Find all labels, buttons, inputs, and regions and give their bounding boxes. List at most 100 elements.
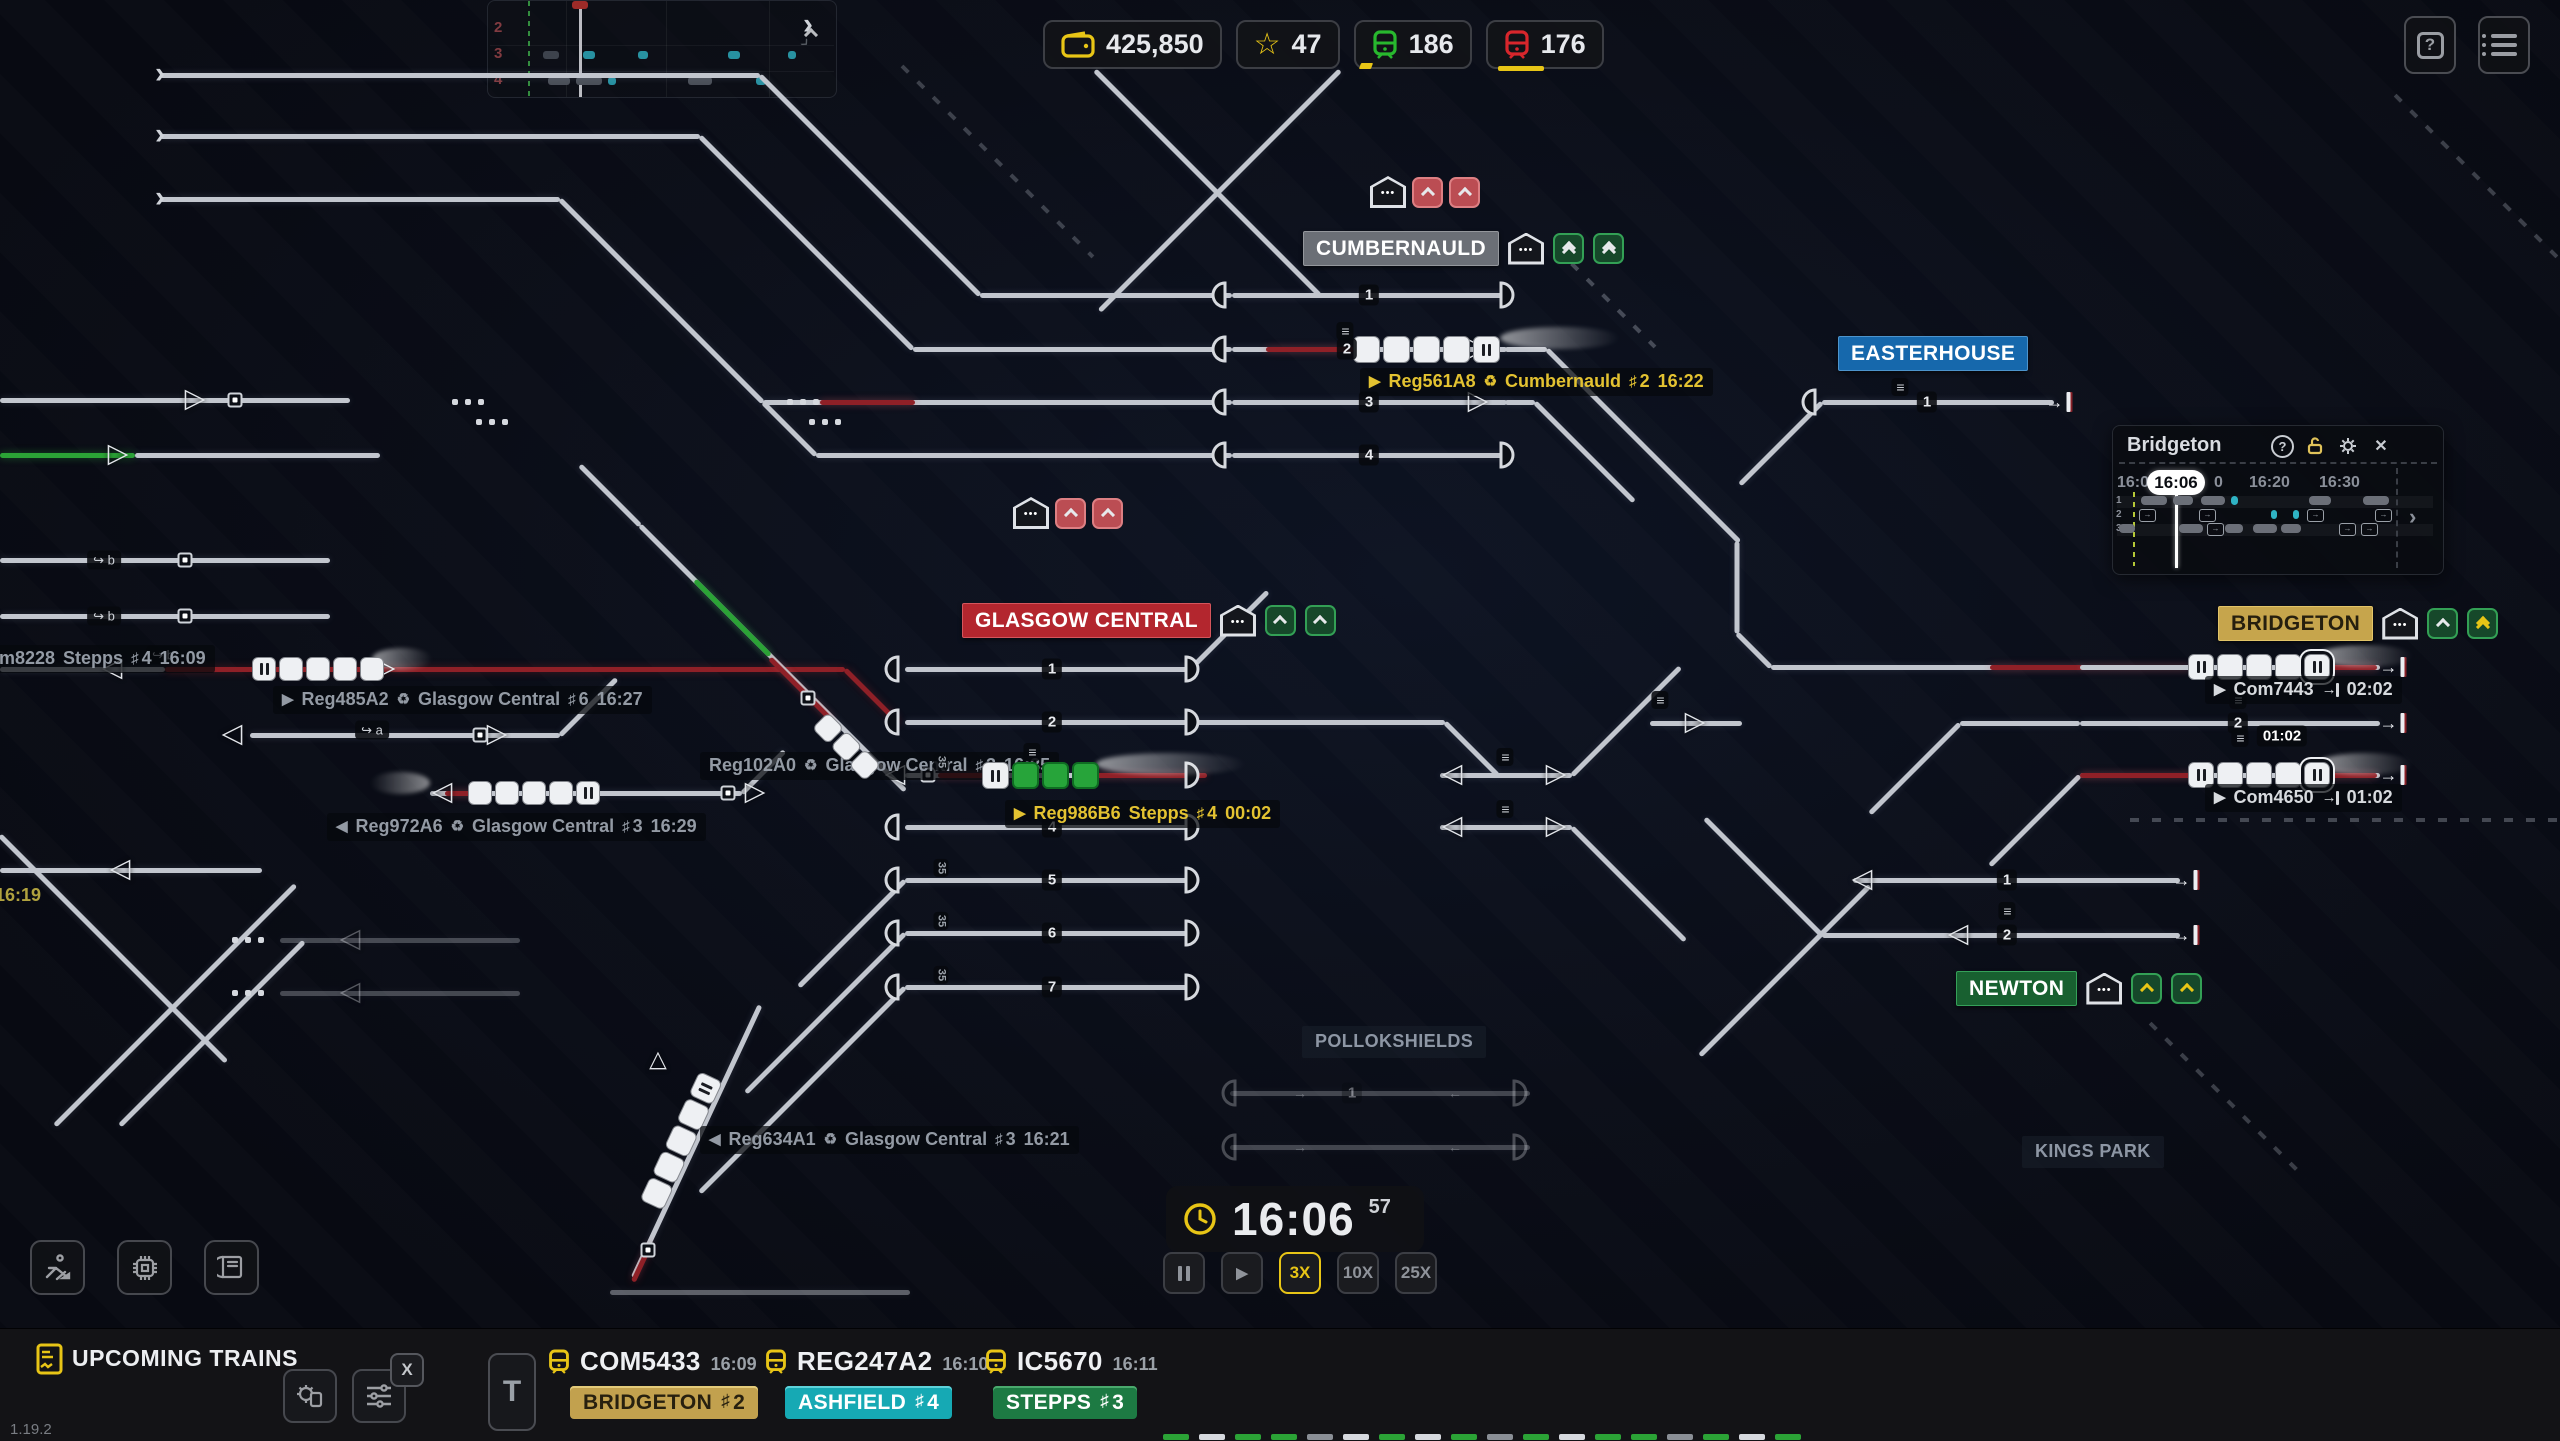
- terminus-icon[interactable]: →: [2173, 870, 2198, 890]
- track-segment[interactable]: [578, 463, 642, 527]
- train[interactable]: [252, 657, 384, 681]
- timetable-occupancy-block[interactable]: [2141, 496, 2167, 505]
- track-segment[interactable]: [0, 557, 330, 563]
- speed-10x-button[interactable]: 10X: [1337, 1252, 1379, 1294]
- accept-button[interactable]: [1092, 497, 1123, 529]
- track-segment[interactable]: [980, 292, 1232, 298]
- track-segment[interactable]: [610, 1289, 910, 1295]
- track-end-cap[interactable]: [884, 919, 900, 947]
- trains-ok-counter[interactable]: 186: [1353, 20, 1472, 69]
- track-end-cap[interactable]: [884, 866, 900, 894]
- track-segment[interactable]: [698, 134, 915, 351]
- sensor-icon[interactable]: [800, 690, 816, 706]
- timetable-occupancy-block[interactable]: [2293, 510, 2299, 519]
- accept-button[interactable]: [2427, 608, 2459, 640]
- timetable-occupancy-block[interactable]: [2119, 524, 2135, 533]
- accept-button[interactable]: [2171, 973, 2203, 1005]
- track-occupied[interactable]: [1266, 346, 1358, 352]
- track-end-cap[interactable]: [1211, 281, 1227, 309]
- track-end-cap[interactable]: [1211, 388, 1227, 416]
- timetable-entry-icon[interactable]: →: [2339, 523, 2356, 536]
- accept-all-button[interactable]: [1593, 233, 1625, 265]
- timetable-occupancy-block[interactable]: [2179, 524, 2203, 533]
- station-badge[interactable]: POLLOKSHIELDS: [1302, 1026, 1487, 1058]
- train[interactable]: [2188, 654, 2330, 680]
- build-mode-button[interactable]: [30, 1240, 85, 1295]
- track-segment[interactable]: [0, 867, 262, 873]
- track-segment[interactable]: [900, 64, 1095, 258]
- gear-icon[interactable]: [2337, 435, 2359, 457]
- bridgeton-timetable-window[interactable]: Bridgeton ?✕16:00016:2016:3016:06123›→→→…: [2112, 425, 2444, 575]
- track-segment[interactable]: [1868, 721, 1962, 815]
- speed-25x-button[interactable]: 25X: [1395, 1252, 1437, 1294]
- signal-right-icon[interactable]: ▷: [184, 383, 206, 414]
- speed-3x-button[interactable]: 3X: [1279, 1252, 1321, 1294]
- timetable-occupancy-block[interactable]: [2173, 496, 2193, 505]
- help-icon[interactable]: ?: [2271, 435, 2294, 458]
- sensor-icon[interactable]: [720, 785, 736, 801]
- timetable-entry-icon[interactable]: →: [2139, 509, 2156, 522]
- station-portal-icon[interactable]: •••: [2382, 607, 2419, 640]
- destination-badge[interactable]: ASHFIELD♯4: [785, 1386, 953, 1419]
- track-segment[interactable]: [160, 72, 760, 78]
- track-end-cap[interactable]: [1512, 1133, 1528, 1161]
- track-segment[interactable]: [1735, 631, 1773, 669]
- track-segment[interactable]: [53, 882, 298, 1127]
- train[interactable]: [1353, 336, 1500, 363]
- destination-badge[interactable]: BRIDGETON♯2: [570, 1386, 759, 1419]
- close-filter-button[interactable]: X: [390, 1353, 424, 1387]
- track-segment[interactable]: [1703, 816, 1824, 937]
- signal-right-icon[interactable]: ▷: [1545, 810, 1567, 841]
- station-badge[interactable]: KINGS PARK: [2022, 1136, 2164, 1168]
- track-segment[interactable]: [1650, 720, 1742, 726]
- station-portal-icon[interactable]: •••: [1219, 604, 1256, 637]
- terminus-icon[interactable]: →: [2046, 392, 2071, 412]
- signal-left-icon[interactable]: ◁: [1947, 918, 1969, 949]
- accept-button[interactable]: [2131, 973, 2163, 1005]
- accept-all-button[interactable]: [1553, 233, 1585, 265]
- signal-right-icon[interactable]: ▷: [744, 776, 766, 807]
- track-end-cap[interactable]: [1184, 919, 1200, 947]
- track-segment[interactable]: [0, 613, 330, 619]
- signal-left-icon[interactable]: ◁: [339, 976, 361, 1007]
- sensor-icon[interactable]: [177, 552, 193, 568]
- station-badge[interactable]: GLASGOW CENTRAL: [962, 603, 1211, 639]
- accept-all-button[interactable]: [2467, 608, 2499, 640]
- track-occupied[interactable]: [445, 790, 475, 796]
- timetable-occupancy-block[interactable]: [2281, 524, 2301, 533]
- track-segment[interactable]: [1230, 1090, 1530, 1096]
- track-segment[interactable]: [1440, 772, 1572, 778]
- track-segment[interactable]: [761, 400, 818, 457]
- track-occupied[interactable]: [2322, 664, 2377, 670]
- station-badge[interactable]: CUMBERNAULD: [1303, 231, 1500, 267]
- timetable-entry-icon[interactable]: →: [2307, 509, 2324, 522]
- train[interactable]: [468, 781, 600, 805]
- terminus-icon[interactable]: →: [2380, 713, 2405, 733]
- tab-t-button[interactable]: T: [488, 1353, 536, 1431]
- track-segment[interactable]: [2130, 817, 2560, 822]
- track-segment[interactable]: [280, 937, 520, 943]
- track-end-cap[interactable]: [1221, 1079, 1237, 1107]
- money-counter[interactable]: 425,850: [1043, 20, 1222, 69]
- track-end-cap[interactable]: [884, 973, 900, 1001]
- track-segment[interactable]: [0, 397, 350, 403]
- timetable-occupancy-block[interactable]: [2363, 496, 2389, 505]
- station-badge[interactable]: BRIDGETON: [2218, 606, 2374, 642]
- signal-up-icon[interactable]: △: [649, 1045, 667, 1072]
- track-end-cap[interactable]: [884, 655, 900, 683]
- track-segment[interactable]: [913, 346, 1232, 352]
- track-route-set[interactable]: [0, 452, 135, 458]
- track-segment[interactable]: [1570, 825, 1687, 942]
- track-segment[interactable]: [1093, 68, 1322, 297]
- track-segment[interactable]: [1097, 68, 1342, 313]
- pause-button[interactable]: [1163, 1252, 1205, 1294]
- track-end-cap[interactable]: [1184, 866, 1200, 894]
- track-segment[interactable]: [758, 73, 982, 297]
- track-occupied[interactable]: [2080, 772, 2192, 778]
- track-occupied[interactable]: [1095, 772, 1207, 778]
- train[interactable]: [2188, 762, 2330, 788]
- trains-alert-counter[interactable]: 176: [1485, 20, 1604, 71]
- accept-button[interactable]: [1055, 497, 1086, 529]
